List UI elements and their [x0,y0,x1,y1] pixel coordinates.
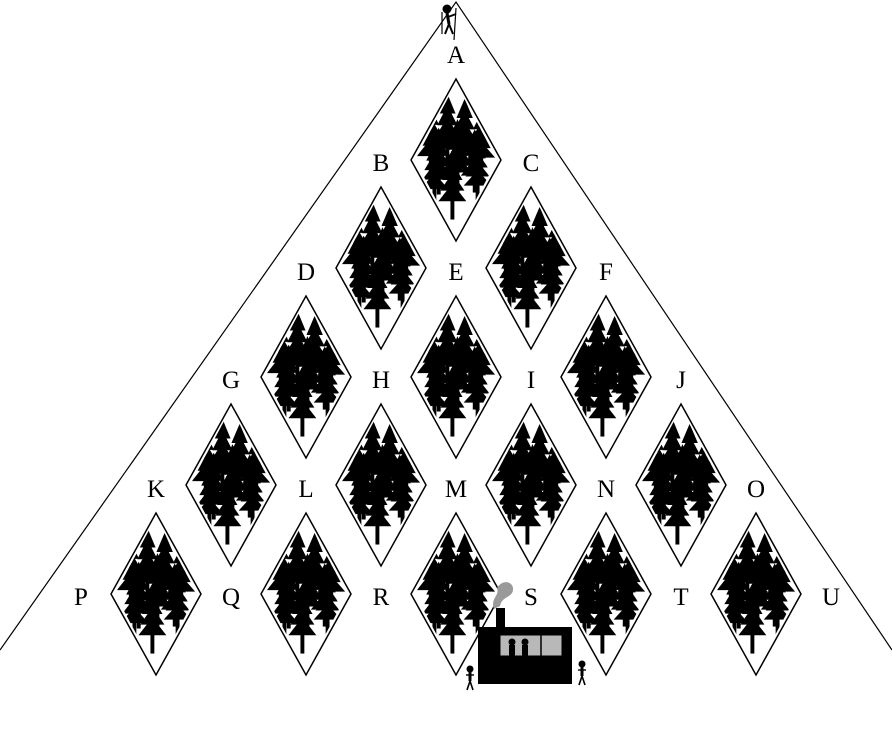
forest-dh-forest [260,294,352,460]
mountain-outline [0,0,892,651]
smoke-icon [493,582,514,609]
tree-cluster [491,201,571,328]
forest-nt-forest [560,511,652,677]
forest-layer [110,77,802,677]
tree-cluster [116,527,196,654]
node-label-s: S [524,584,538,611]
node-label-i: I [527,367,535,394]
node-label-q: Q [222,584,240,611]
node-label-d: D [297,259,315,286]
forest-jo-forest [635,402,727,568]
hiker-right-icon [578,660,586,686]
node-label-a: A [447,42,465,69]
node-label-b: B [373,150,390,177]
node-label-u: U [822,584,840,611]
node-label-f: F [599,259,613,286]
forest-ei-forest [410,294,502,460]
node-label-l: L [298,476,313,503]
node-label-g: G [222,367,240,394]
tree-cluster [716,527,796,654]
forest-fj-forest [560,294,652,460]
node-label-j: J [676,367,686,394]
tree-cluster [491,418,571,545]
tree-cluster [266,527,346,654]
forest-lr-forest [260,511,352,677]
node-label-n: N [597,476,615,503]
tree-cluster [416,310,496,437]
tree-cluster [341,418,421,545]
forest-ou-forest [710,511,802,677]
climber-icon [441,4,457,41]
node-label-r: R [373,584,390,611]
node-label-k: K [147,476,165,503]
forest-cf-forest [485,185,577,351]
label-layer: A B C D E F G H I J K L M N O P Q R S T U [74,42,840,611]
cabin-icon [478,582,572,684]
forest-in-forest [485,402,577,568]
node-label-m: M [445,476,467,503]
node-label-e: E [448,259,463,286]
cabin-window [499,634,563,657]
node-label-c: C [523,150,540,177]
chimney [496,608,505,628]
forest-kq-forest [110,511,202,677]
forest-gl-forest [185,402,277,568]
forest-bce-forest [335,185,427,351]
tree-cluster [566,310,646,437]
node-label-o: O [747,476,765,503]
node-label-t: T [673,584,688,611]
forest-hm-forest [335,402,427,568]
hiker-left-icon [466,665,474,691]
node-label-p: P [74,584,88,611]
node-label-h: H [372,367,390,394]
forest-aeb-forest [410,77,502,243]
